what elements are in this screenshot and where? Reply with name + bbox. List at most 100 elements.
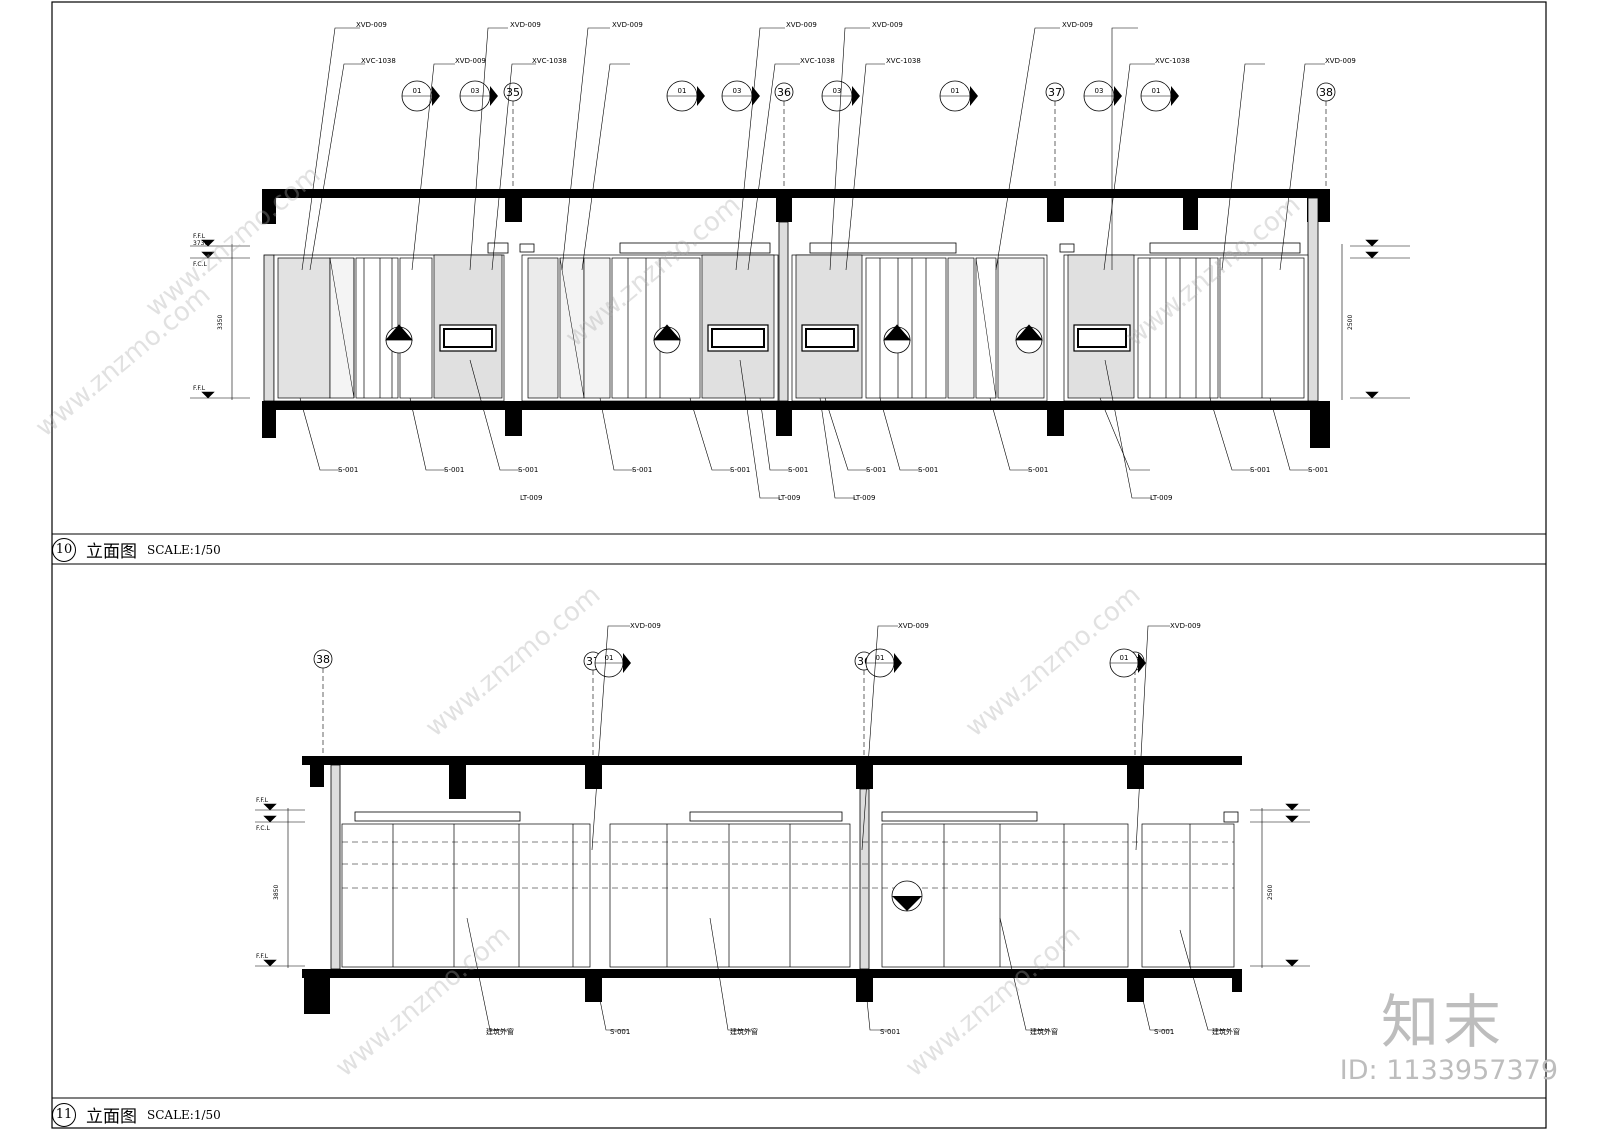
svg-text:S-001: S-001 <box>338 466 358 474</box>
svg-text:03: 03 <box>471 87 480 95</box>
svg-text:LT-009: LT-009 <box>520 494 542 502</box>
svg-text:XVD-009: XVD-009 <box>898 622 929 630</box>
column-mid-10 <box>778 221 789 402</box>
svg-text:XVD-009: XVD-009 <box>630 622 661 630</box>
window-bays-11 <box>341 823 1235 968</box>
svg-text:S-001: S-001 <box>1250 466 1270 474</box>
door-swing-lines-10 <box>329 257 997 399</box>
section-mark: 01 <box>401 80 440 112</box>
ceiling-units-10 <box>487 242 1301 254</box>
svg-text:03: 03 <box>1095 87 1104 95</box>
tags-top-10: XVD-009 XVC-1038 XVD-009 XVD-009 XVC-103… <box>356 21 1356 65</box>
tag-label: XVD-009 <box>1062 21 1093 29</box>
svg-text:S-001: S-001 <box>444 466 464 474</box>
axis-label: 37 <box>1048 86 1062 99</box>
tag-label: XVD-009 <box>455 57 486 65</box>
svg-text:01: 01 <box>605 654 614 662</box>
beams-bottom-10 <box>262 410 1330 448</box>
svg-text:01: 01 <box>413 87 422 95</box>
axis-markers-11: 38 37 36 35 <box>313 649 1145 756</box>
svg-text:2500: 2500 <box>1267 885 1274 900</box>
section-mark: 03 <box>721 80 760 112</box>
tag-label: XVC-1038 <box>1155 57 1190 65</box>
tag-label: XVD-009 <box>356 21 387 29</box>
axis-label: 38 <box>1319 86 1333 99</box>
view-number: 11 <box>52 1102 76 1127</box>
svg-text:F.F.L: F.F.L <box>256 953 269 960</box>
svg-text:S-001: S-001 <box>518 466 538 474</box>
svg-text:F.C.L: F.C.L <box>193 261 207 268</box>
leaders-top-10 <box>301 27 1325 271</box>
section-mark: 03 <box>459 80 498 112</box>
svg-text:38: 38 <box>316 653 330 666</box>
svg-text:F.F.L: F.F.L <box>256 797 269 804</box>
section-mark: 03 <box>1083 80 1122 112</box>
brand-id: ID: 1133957379 <box>1339 1055 1558 1086</box>
tag-label: XVC-1038 <box>886 57 921 65</box>
svg-text:S-001: S-001 <box>730 466 750 474</box>
column-left-10 <box>263 254 275 402</box>
svg-text:2500: 2500 <box>1347 315 1354 330</box>
view-scale: SCALE:1/50 <box>147 542 221 557</box>
leaders-top-11 <box>591 625 1170 851</box>
caption-view-11: 11 立面图 SCALE:1/50 <box>52 1102 221 1127</box>
column-right-10 <box>1307 197 1319 402</box>
svg-text:3350: 3350 <box>217 315 224 330</box>
elevation-11: 38 37 36 35 01 01 01 XVD-009 XVD-009 XVD… <box>255 622 1310 1036</box>
beams-top-10 <box>262 198 1330 230</box>
tags-top-11: XVD-009 XVD-009 XVD-009 <box>630 622 1201 630</box>
section-marks-11: 01 01 01 <box>594 648 1146 912</box>
svg-text:建筑外窗: 建筑外窗 <box>730 1027 758 1036</box>
svg-text:01: 01 <box>678 87 687 95</box>
svg-text:01: 01 <box>1120 654 1129 662</box>
section-mark: 01 <box>939 80 978 112</box>
tag-label: XVD-009 <box>786 21 817 29</box>
svg-text:S-001: S-001 <box>632 466 652 474</box>
svg-text:S-001: S-001 <box>918 466 938 474</box>
beams-top-11 <box>310 765 1144 799</box>
section-mark: 01 <box>1140 80 1179 112</box>
tag-label: XVD-009 <box>612 21 643 29</box>
ceiling-units-11 <box>354 811 1239 823</box>
svg-text:S-001: S-001 <box>880 1028 900 1036</box>
axis-markers-10: 35 36 37 38 <box>503 82 1336 189</box>
svg-text:S-001: S-001 <box>1308 466 1328 474</box>
tag-label: XVC-1038 <box>361 57 396 65</box>
svg-text:LT-009: LT-009 <box>778 494 800 502</box>
column-left-11 <box>330 764 341 970</box>
svg-text:LT-009: LT-009 <box>853 494 875 502</box>
axis-label: 35 <box>506 86 520 99</box>
tag-label: XVD-009 <box>510 21 541 29</box>
wall-bays-10 <box>273 254 1309 402</box>
sheet-frame <box>51 1 1547 1129</box>
column-mid-11 <box>859 788 870 970</box>
svg-text:01: 01 <box>876 654 885 662</box>
svg-text:建筑外窗: 建筑外窗 <box>1212 1027 1240 1036</box>
svg-text:S-001: S-001 <box>866 466 886 474</box>
beams-bottom-11 <box>304 978 1242 1014</box>
section-marks-10: 01 03 01 03 03 01 03 01 <box>401 80 1179 112</box>
svg-text:S-001: S-001 <box>1154 1028 1174 1036</box>
tag-label: XVD-009 <box>872 21 903 29</box>
svg-text:LT-009: LT-009 <box>1150 494 1172 502</box>
tag-label: XVC-1038 <box>532 57 567 65</box>
svg-text:S-001: S-001 <box>610 1028 630 1036</box>
elevation-10: 35 36 37 38 01 03 01 03 03 01 03 01 <box>190 21 1410 502</box>
section-mark: 01 <box>666 80 705 112</box>
svg-text:建筑外窗: 建筑外窗 <box>486 1027 514 1036</box>
leaders-bottom-11 <box>466 917 1230 1031</box>
svg-text:01: 01 <box>1152 87 1161 95</box>
tag-label: XVC-1038 <box>800 57 835 65</box>
slab-bottom-10 <box>262 401 1330 410</box>
svg-text:F.F.L: F.F.L <box>193 233 206 240</box>
slab-top-10 <box>262 189 1330 198</box>
tags-bottom-11: 建筑外窗 S-001 建筑外窗 S-001 建筑外窗 S-001 建筑外窗 <box>486 1027 1240 1036</box>
svg-text:S-001: S-001 <box>788 466 808 474</box>
elevation-callouts-10 <box>385 324 1043 354</box>
tags-bottom-10: S-001 S-001 S-001 LT-009 S-001 S-001 S-0… <box>338 466 1328 502</box>
view-title: 立面图 <box>86 1107 137 1127</box>
view-number: 10 <box>52 537 76 562</box>
svg-text:01: 01 <box>951 87 960 95</box>
axis-36-10: 36 <box>774 82 794 189</box>
